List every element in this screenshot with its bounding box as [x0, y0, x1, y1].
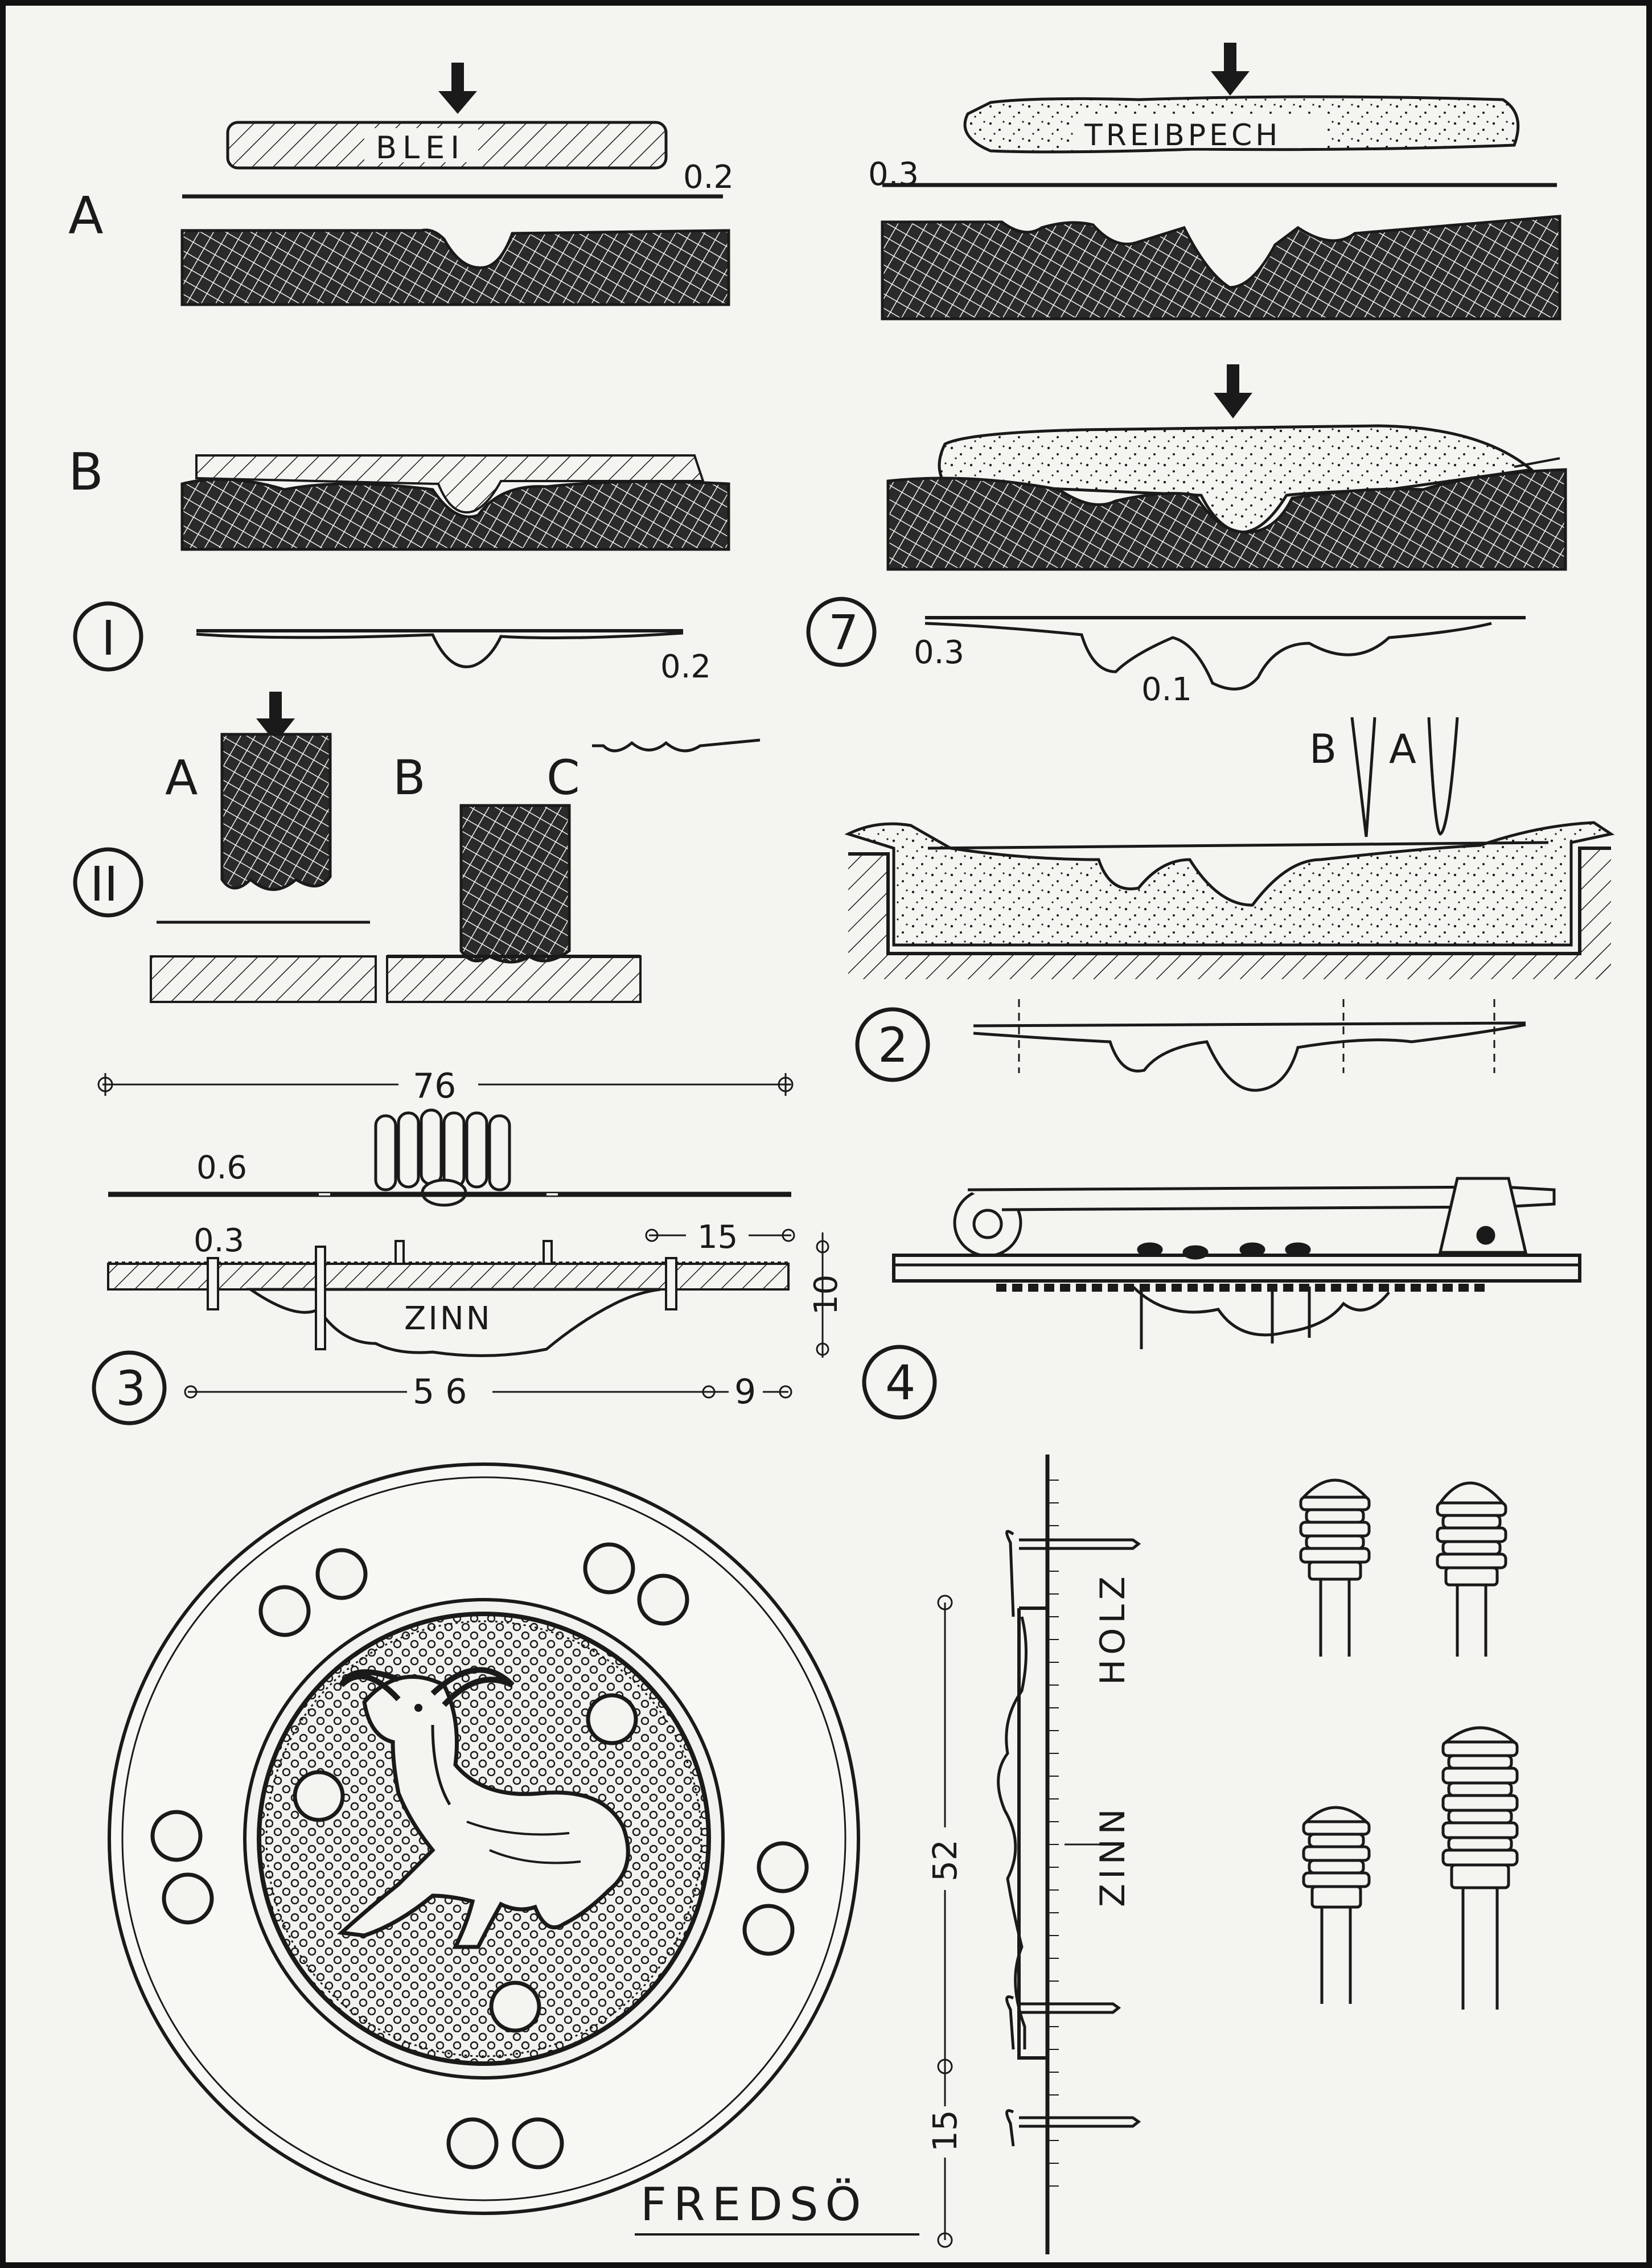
dimension-0-2-mid: 0.2 [660, 648, 711, 685]
figure-2-label: 2 [878, 1017, 908, 1073]
tool-label-a: A [1389, 726, 1416, 773]
dimension-0-2-top: 0.2 [683, 159, 734, 196]
dimension-56: 5 6 [413, 1372, 467, 1412]
base-plate-left-a [180, 228, 730, 306]
base-plate-right-b [886, 468, 1567, 571]
fredso-caption: FREDSÖ [640, 2178, 868, 2231]
sub-label-b: B [393, 750, 426, 806]
zinn-label-section: ZINN [404, 1300, 492, 1337]
roman-numeral-2: II [90, 856, 118, 912]
dimension-0-6: 0.6 [196, 1149, 247, 1186]
lead-pressed-left-b [195, 454, 705, 514]
wood-tin-section [937, 1455, 1141, 2254]
ibex-relief [336, 1667, 630, 1949]
blei-label: BLEI [376, 130, 465, 166]
roman-numeral-1: I [101, 610, 116, 666]
punch-b [459, 804, 571, 964]
profile-line-2 [973, 1023, 1526, 1092]
profile-line-1 [196, 631, 684, 668]
zinn-label-side: ZINN [1093, 1804, 1133, 1907]
arrow-down-icon [438, 63, 477, 114]
rivet-group [293, 1693, 638, 2033]
dimension-52: 52 [926, 1839, 964, 1881]
coiled-spring [374, 1108, 511, 1207]
rivet-ring [150, 1542, 809, 2170]
rivet-pin [1436, 1481, 1507, 1657]
pitch-in-frame [844, 821, 1615, 947]
figure-7-label: 7 [828, 605, 858, 660]
base-plate-right-a [881, 215, 1561, 321]
dimension-10: 10 [808, 1275, 845, 1315]
arrow-down-icon [1214, 364, 1252, 418]
tool-label-b: B [1309, 726, 1337, 773]
row-b-label: B [68, 442, 104, 502]
rivet-pin [1441, 1726, 1519, 2010]
dimension-15: 15 [697, 1219, 738, 1256]
rivet-pin [1302, 1806, 1371, 2004]
rivet-pin [1299, 1478, 1371, 1657]
figure-3-label: 3 [116, 1361, 146, 1416]
dimension-9: 9 [734, 1372, 756, 1412]
dimension-0-3-top: 0.3 [868, 156, 919, 193]
round-brooch-top-view [108, 1462, 860, 2215]
profile-line-7 [924, 622, 1492, 691]
treibpech-label: TREIBPECH [1084, 118, 1281, 153]
arrow-down-icon [1211, 43, 1250, 96]
dimension-0-3-low: 0.3 [194, 1222, 244, 1259]
dimension-0-3-mid: 0.3 [914, 634, 964, 671]
punch-a [220, 733, 332, 891]
arrow-down-icon [256, 692, 295, 743]
sub-label-c: C [546, 750, 580, 806]
sub-label-a: A [165, 750, 198, 806]
dimension-15-side: 15 [926, 2110, 964, 2152]
figure-4-label: 4 [885, 1355, 915, 1411]
dimension-76: 76 [413, 1066, 456, 1106]
dimension-0-1-mid: 0.1 [1141, 671, 1192, 708]
holz-label: HOLZ [1093, 1572, 1133, 1685]
base-plate-left-b [180, 478, 730, 551]
row-a-label: A [68, 186, 104, 246]
brooch-side-view [892, 1177, 1581, 1349]
